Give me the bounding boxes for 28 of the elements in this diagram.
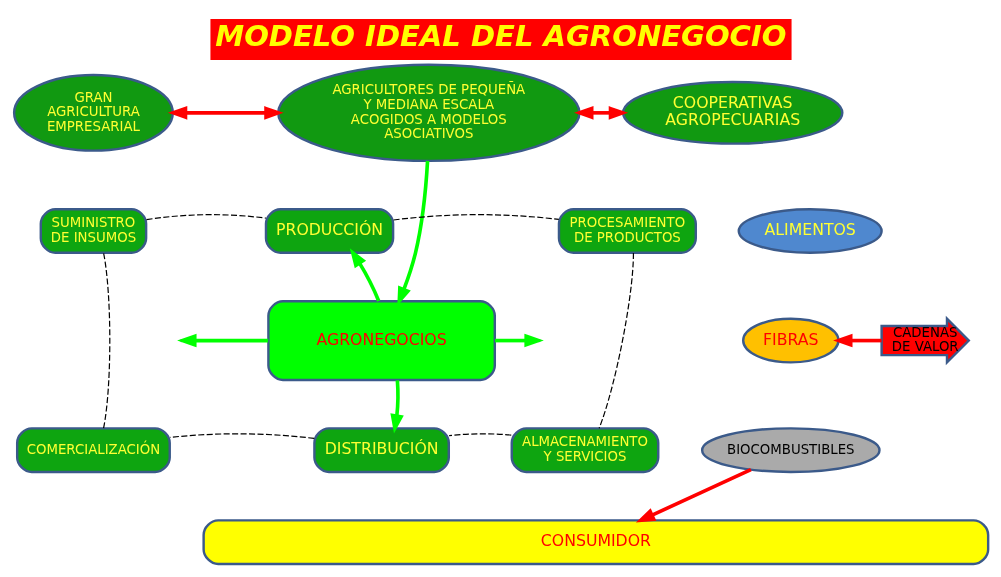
- node-ellipse: GRAN AGRICULTURA EMPRESARIAL: [12, 73, 174, 152]
- node-box: DISTRIBUCIÓN: [312, 426, 450, 473]
- arrow: [349, 247, 380, 302]
- diagram-title: MODELO IDEAL DEL AGRONEGOCIO: [214, 18, 786, 53]
- connector: [392, 213, 559, 221]
- node-ellipse: AGRICULTORES DE PEQUEÑA Y MEDIANA ESCALA ACOGIDOS A MODELOS ASOCIATIVOS: [276, 63, 581, 162]
- node-box: COMERCIALIZACIÓN: [15, 426, 171, 473]
- node-box: PROCESAMIENTO DE PRODUCTOS: [557, 207, 697, 254]
- node-ellipse: COOPERATIVAS AGROPECUARIAS: [621, 80, 843, 145]
- connector: [168, 432, 315, 439]
- connector: [145, 213, 266, 220]
- arrow: [573, 105, 628, 120]
- arrow: [635, 467, 752, 523]
- node-box: SUMINISTRO DE INSUMOS: [39, 207, 147, 254]
- node-ellipse: ALIMENTOS: [737, 207, 883, 254]
- arrow: [389, 379, 404, 433]
- node-box: AGRONEGOCIOS: [266, 299, 496, 381]
- connector: [448, 432, 512, 436]
- node-ellipse: BIOCOMBUSTIBLES: [700, 426, 881, 473]
- arrow: [396, 160, 429, 306]
- node-box: PRODUCCIÓN: [264, 207, 394, 254]
- node-ellipse: FIBRAS: [741, 317, 840, 364]
- connector: [598, 251, 634, 429]
- arrow: [167, 105, 284, 120]
- node-box: ALMACENAMIENTO Y SERVICIOS: [510, 426, 659, 473]
- connector: [102, 251, 110, 429]
- arrow: [832, 333, 882, 347]
- node-box: CONSUMIDOR: [201, 518, 989, 565]
